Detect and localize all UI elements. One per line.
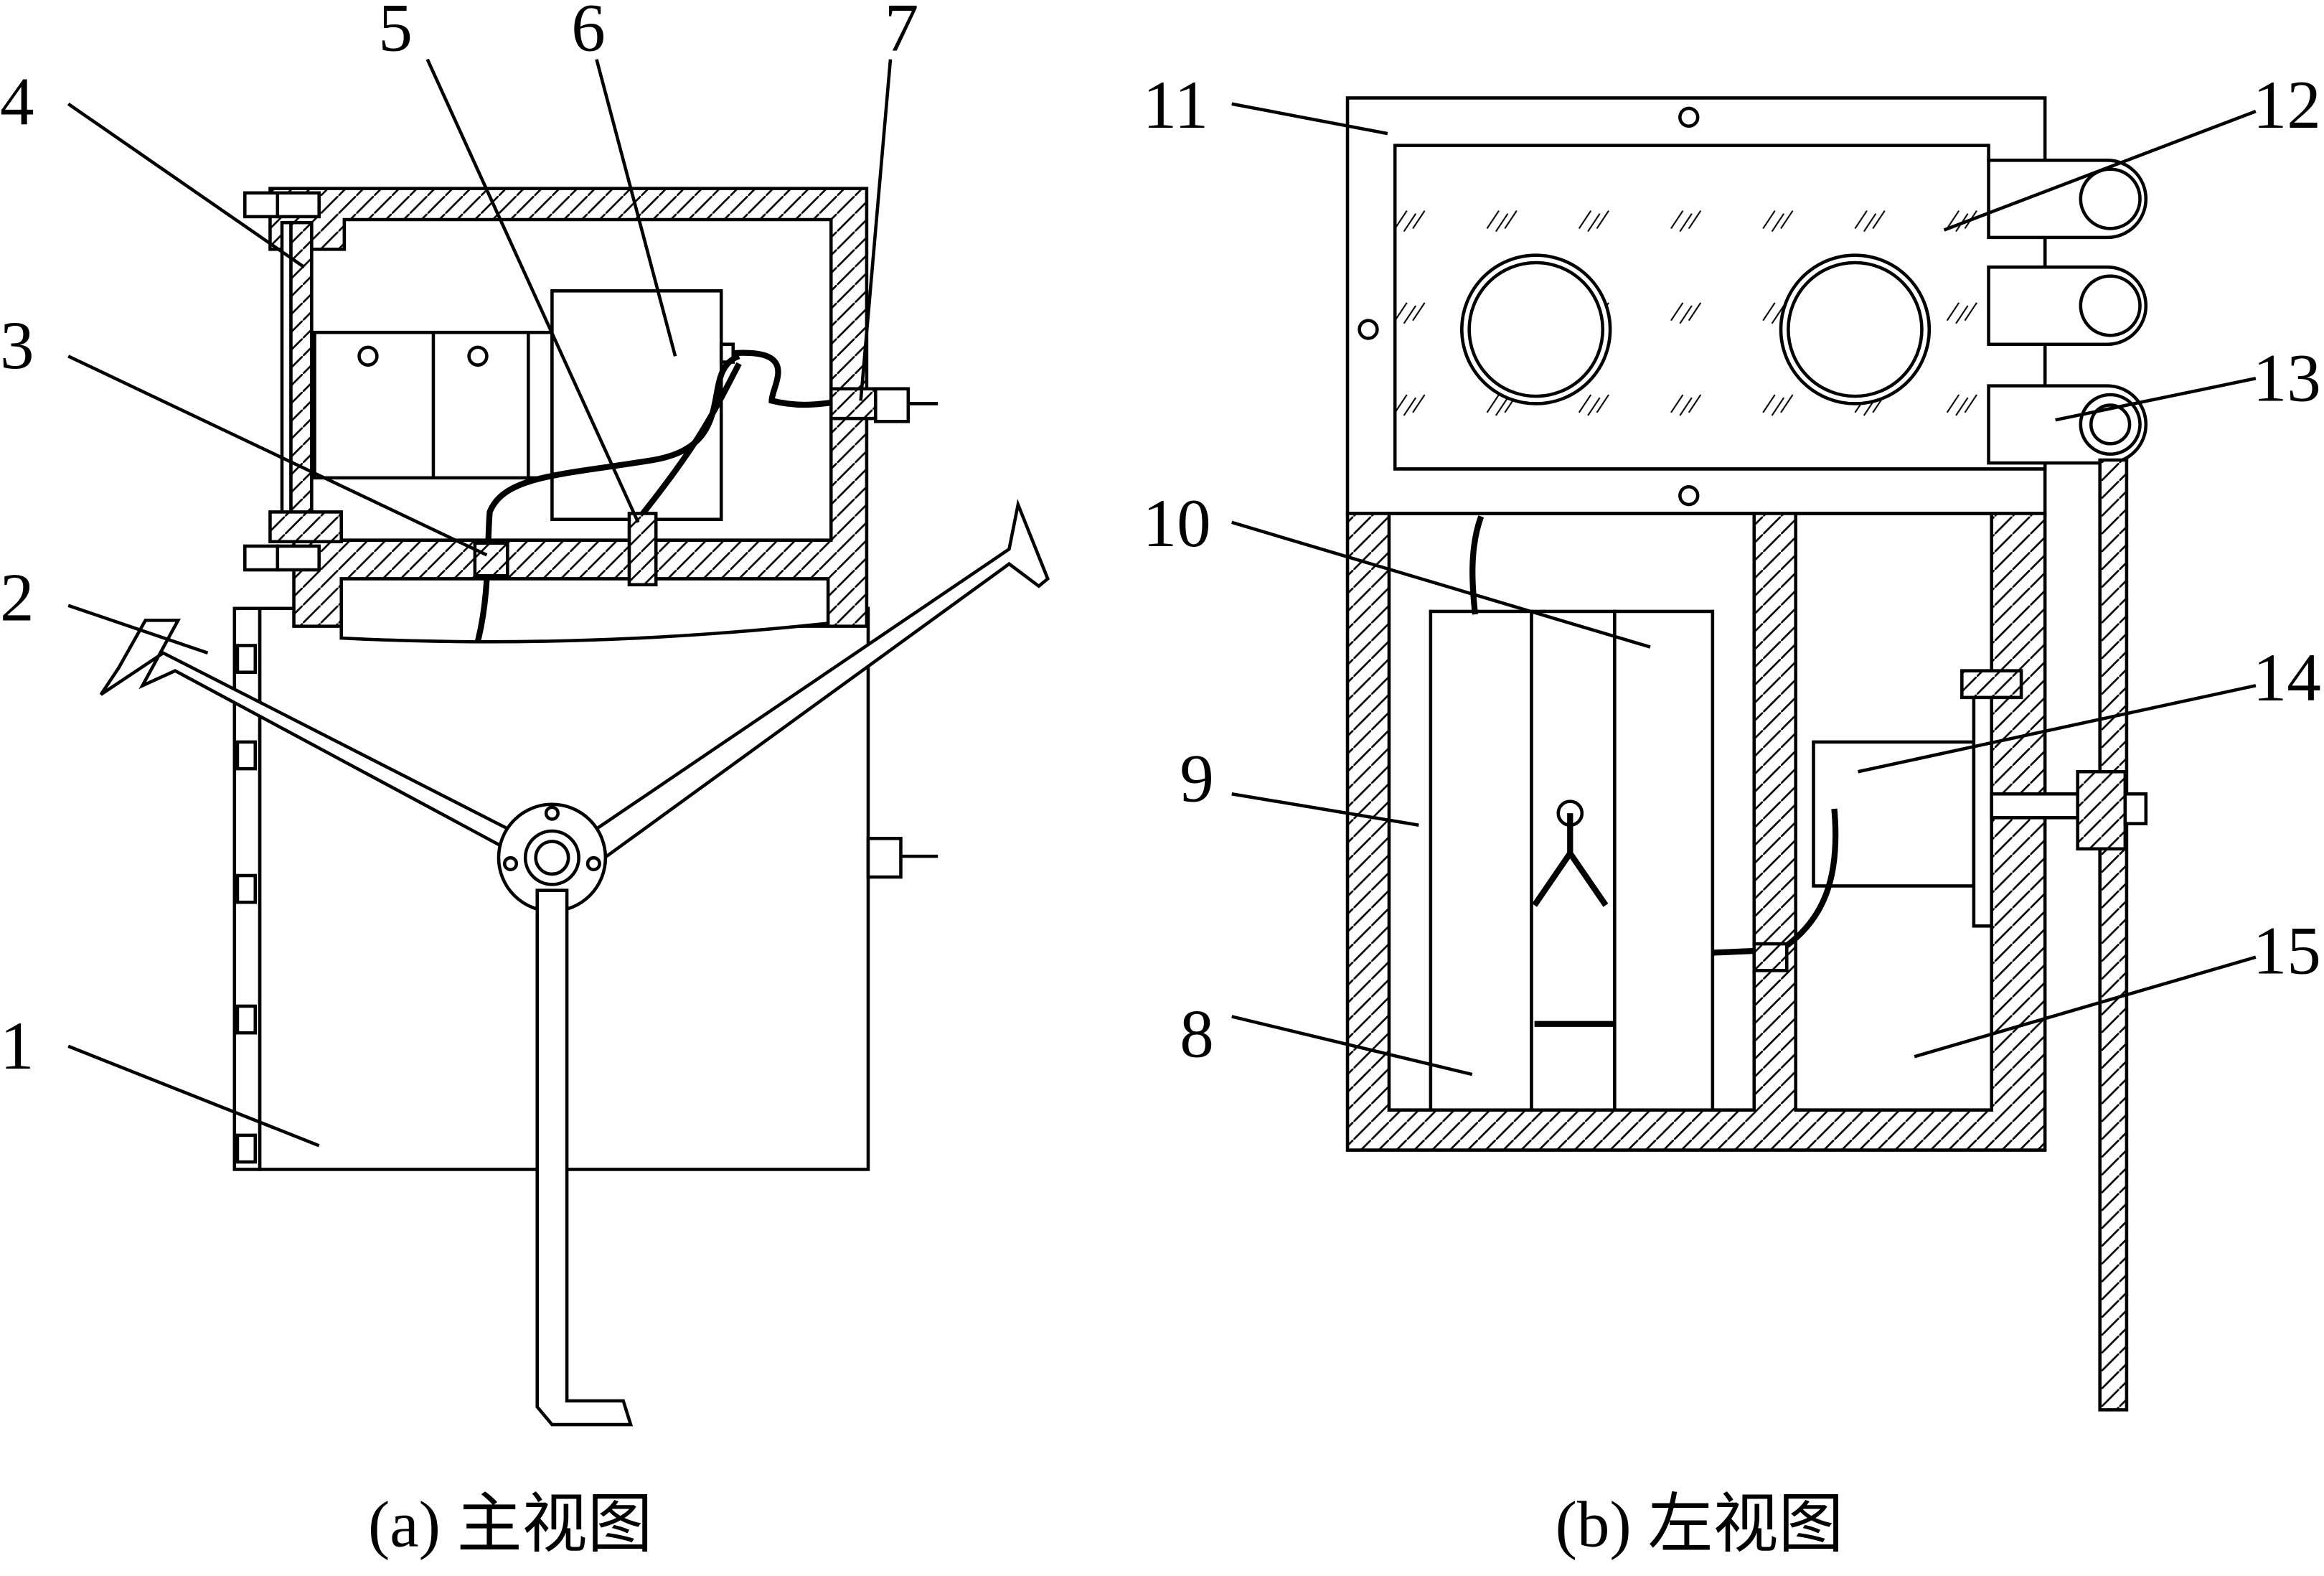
outlet-connector (829, 387, 938, 423)
battery-cells (1429, 515, 1715, 1112)
label-9: 9 (1180, 741, 1214, 817)
connector (627, 512, 658, 586)
label-1: 1 (0, 1008, 34, 1084)
side-view: 11 12 13 10 9 14 15 8 (1143, 67, 2321, 1412)
shaft-foot (535, 888, 634, 1427)
motor (1712, 669, 2148, 972)
label-2: 2 (0, 559, 34, 635)
caption-front-view: (a) 主视图 (368, 1488, 653, 1561)
label-7: 7 (885, 0, 919, 65)
cover-bolts (243, 191, 343, 572)
label-3: 3 (0, 307, 34, 383)
rotor-hub (497, 802, 608, 913)
hinge-lugs (1987, 159, 2148, 465)
controller-box (550, 289, 723, 522)
label-10: 10 (1143, 485, 1211, 561)
label-15: 15 (2253, 912, 2321, 988)
curved-plate (339, 577, 830, 644)
front-leader-lines (67, 58, 893, 1148)
label-5: 5 (378, 0, 413, 65)
label-4: 4 (0, 64, 34, 140)
label-12: 12 (2253, 67, 2321, 143)
cable-gland (473, 541, 509, 578)
label-14: 14 (2253, 639, 2321, 716)
vertical-rod (2098, 458, 2129, 1412)
label-11: 11 (1143, 67, 1209, 143)
label-6: 6 (571, 0, 606, 65)
front-view (99, 187, 1050, 1427)
label-8: 8 (1180, 995, 1214, 1071)
side-connector (866, 837, 903, 879)
leader-lines (1231, 102, 2257, 1077)
battery-pack (313, 330, 554, 480)
cover-plate (289, 220, 314, 544)
flange-bolts (235, 644, 258, 1164)
label-13: 13 (2253, 339, 2321, 416)
lower-enclosure (1345, 512, 2047, 1152)
caption-side-view: (b) 左视图 (1556, 1488, 1844, 1561)
